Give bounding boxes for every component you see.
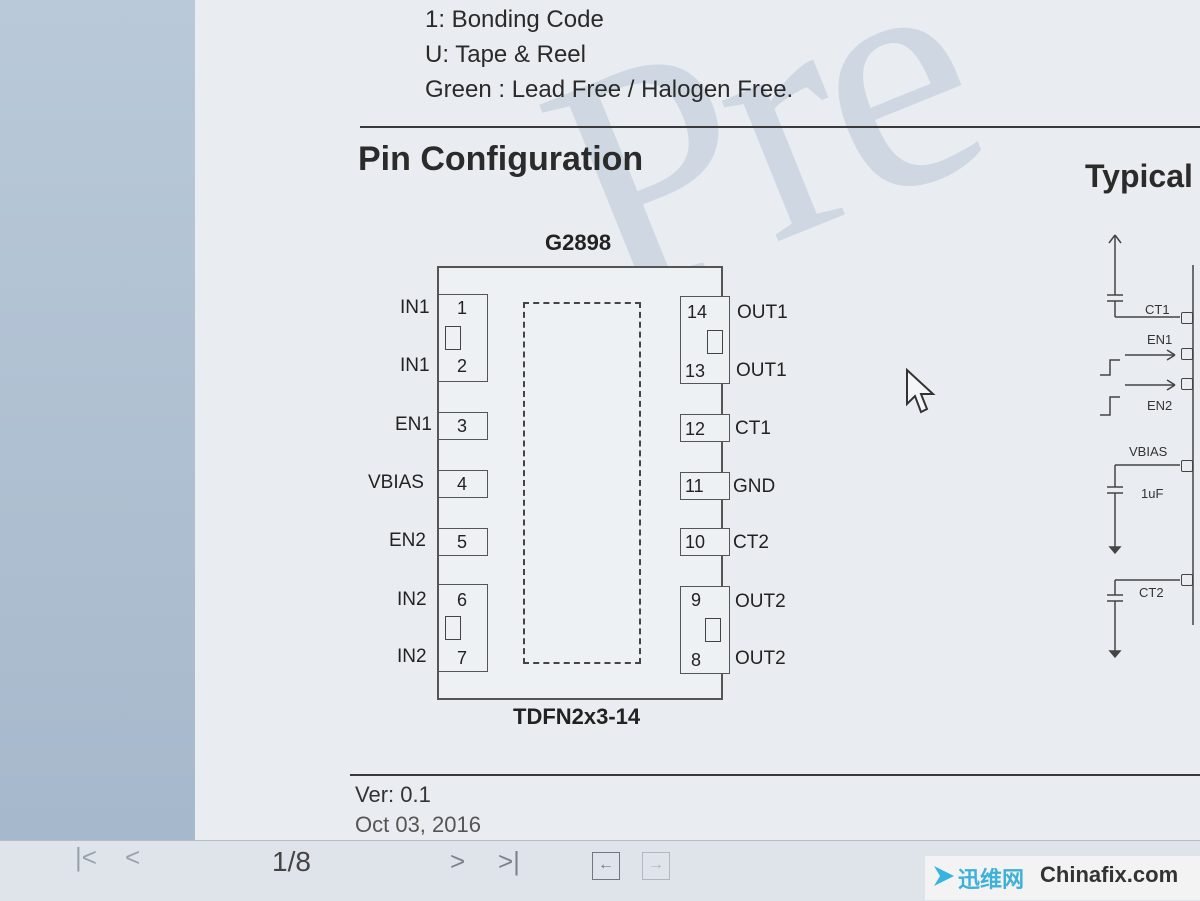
version-label: Ver: 0.1 [355,782,431,807]
circuit-label: VBIAS [1129,444,1168,459]
last-page-icon[interactable]: >| [498,846,520,876]
pin-number: 7 [457,648,468,668]
footer-divider [350,774,1200,776]
pin-number: 1 [457,298,468,318]
pin-label: GND [733,476,776,497]
ordering-info-line: Green : Lead Free / Halogen Free. [425,76,794,103]
pin-number: 12 [685,419,706,439]
pin-label: OUT1 [736,360,787,381]
typical-title: Typical [1085,158,1193,194]
page-indicator[interactable]: 1/8 [272,846,311,877]
pin-number: 4 [457,474,468,494]
circuit-label: CT1 [1145,302,1170,317]
chip-name: G2898 [545,230,612,255]
pin-pad-5 [438,528,488,556]
section-divider [360,126,1200,128]
pin-label: CT1 [735,418,771,439]
forward-icon[interactable]: → [642,852,670,880]
document-page: Pre 1: Bonding Code U: Tape & Reel Green… [195,0,1200,840]
pad-marker [705,618,721,642]
site-name-cn: 迅维网 [958,867,1025,892]
section-title: Pin Configuration [358,140,644,178]
pin-label: IN2 [397,646,427,667]
prev-page-icon[interactable]: < [125,842,141,872]
ordering-info-line: 1: Bonding Code [425,6,604,33]
circuit-label: EN1 [1147,332,1173,347]
back-icon[interactable]: ← [592,852,620,880]
pin-number: 5 [457,532,468,552]
first-page-icon[interactable]: |< [75,842,97,872]
pin-label: VBIAS [368,472,424,493]
pin-label: CT2 [733,532,769,553]
pin-number: 10 [685,532,706,552]
pin-pad-3 [438,412,488,440]
pin-number: 14 [687,302,708,322]
site-logo-icon [934,866,954,886]
package-name: TDFN2x3-14 [513,704,641,729]
pin-label: OUT2 [735,591,786,612]
ordering-info-line: U: Tape & Reel [425,41,586,68]
pin-label: IN1 [400,297,430,318]
pin-number: 6 [457,590,468,610]
site-name-en: Chinafix.com [1040,862,1179,887]
circuit-label: EN2 [1147,398,1173,413]
pin-pad-12 [680,414,730,442]
circuit-label: CT2 [1139,585,1164,600]
pin-terminal [1181,574,1193,586]
pin-number: 2 [457,356,468,376]
pin-label: OUT2 [735,648,786,669]
pin-terminal [1181,348,1193,360]
site-logo-box [925,856,1200,900]
pin-pad-4 [438,470,488,498]
mouse-cursor-icon [906,368,936,414]
exposed-pad [523,302,641,664]
pad-marker [445,326,461,350]
pin-label: EN1 [395,414,432,435]
circuit-label: 1uF [1141,486,1164,501]
pin-label: OUT1 [737,302,788,323]
pin-pad-11 [680,472,730,500]
pin-terminal [1181,460,1193,472]
pin-number: 11 [685,476,704,496]
pin-terminal [1181,378,1193,390]
pin-pad-14-13 [680,296,730,384]
date-label: Oct 03, 2016 [355,812,481,837]
pin-number: 13 [685,361,706,381]
pin-terminal [1181,312,1193,324]
pin-label: IN2 [397,589,427,610]
pin-pad-6-7 [438,584,488,672]
typical-circuit-fragment [1100,234,1194,659]
pad-marker [445,616,461,640]
pad-marker [707,330,723,354]
pin-pad-1-2 [438,294,488,382]
left-panel [0,0,195,840]
pin-label: EN2 [389,530,426,551]
pin-pad-10 [680,528,730,556]
next-page-icon[interactable]: > [450,846,466,876]
pin-number: 9 [691,590,702,610]
pin-number: 8 [691,650,702,670]
pin-label: IN1 [400,355,430,376]
pin-number: 3 [457,416,468,436]
